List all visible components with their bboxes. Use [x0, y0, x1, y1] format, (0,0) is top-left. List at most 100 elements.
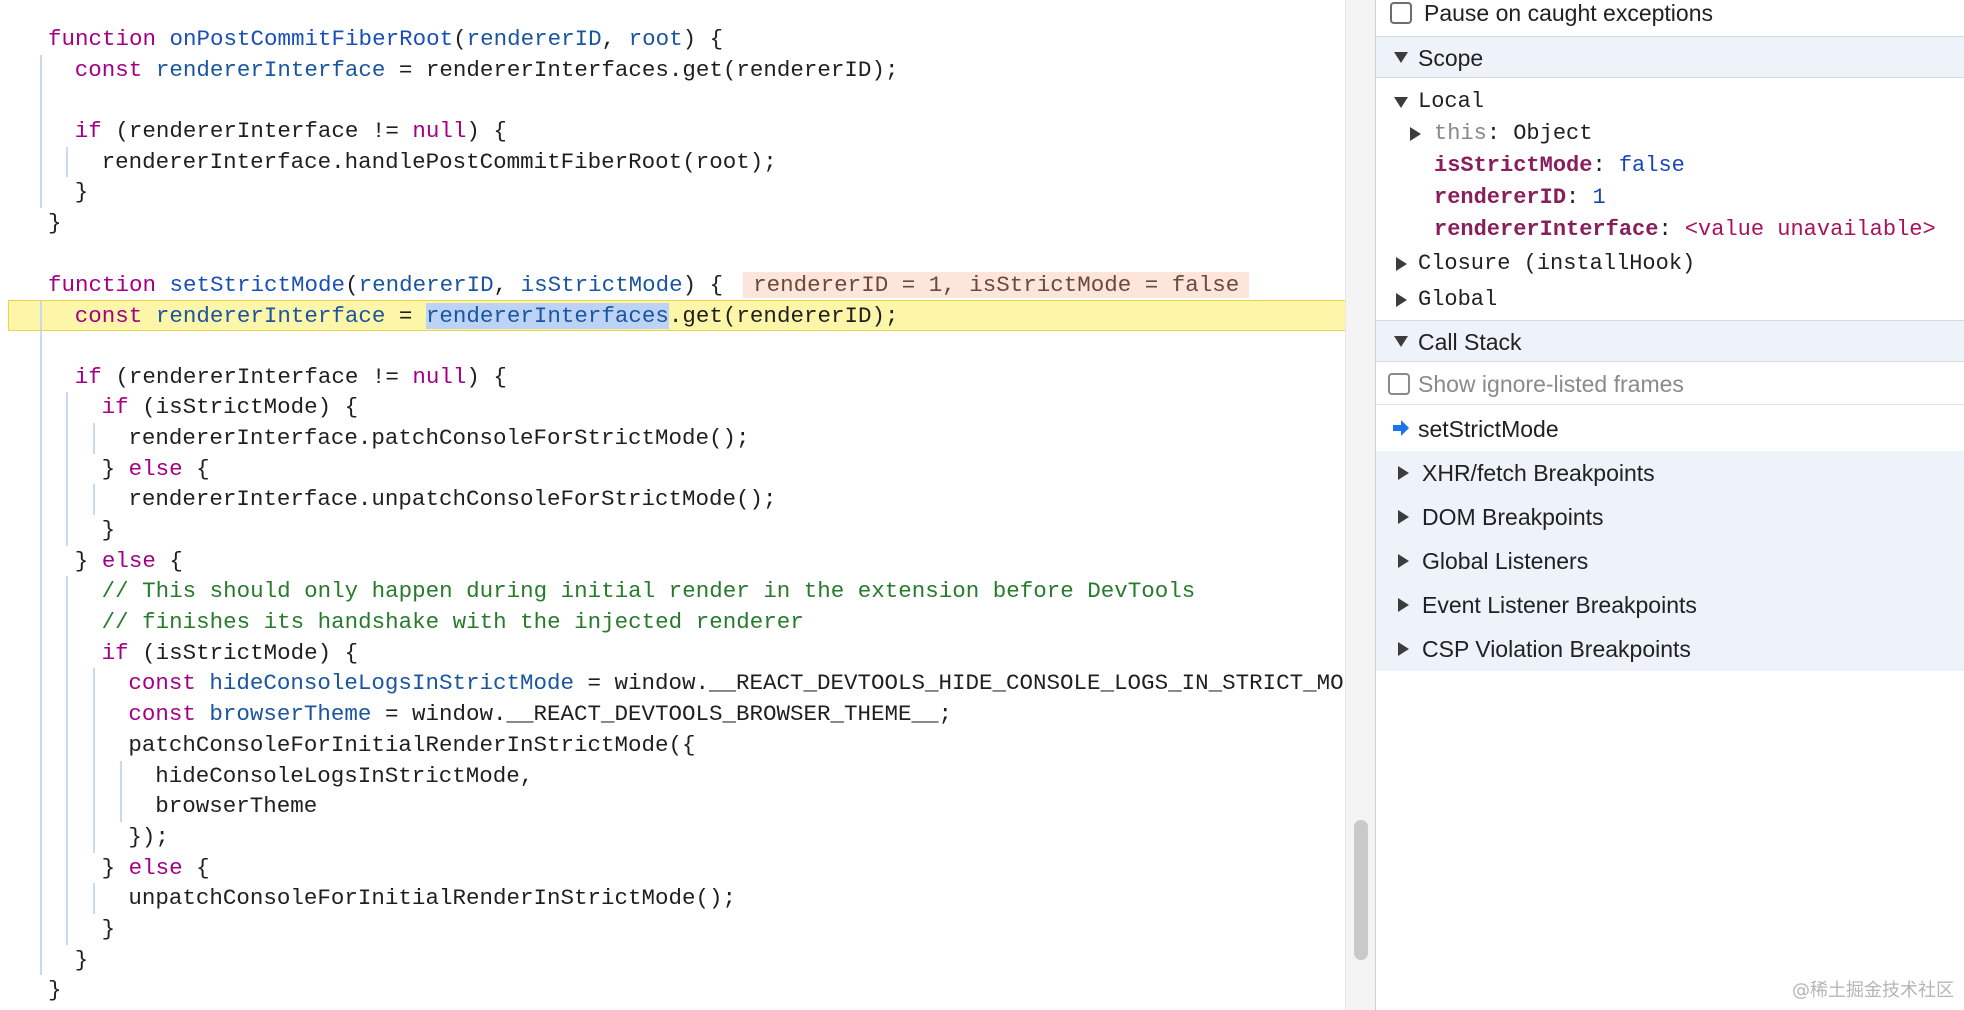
code-line-content: patchConsoleForInitialRenderInStrictMode… — [48, 732, 695, 758]
code-line[interactable] — [0, 239, 1345, 270]
code-line-content: }); — [48, 824, 169, 850]
code-token: if — [101, 394, 143, 421]
scope-this[interactable]: this: Object — [1376, 118, 1964, 150]
code-line[interactable]: rendererInterface.unpatchConsoleForStric… — [0, 484, 1345, 515]
code-line[interactable]: rendererInterface.patchConsoleForStrictM… — [0, 422, 1345, 454]
scope-global[interactable]: Global — [1376, 284, 1964, 316]
call-stack-section-header[interactable]: Call Stack — [1376, 320, 1964, 362]
code-line[interactable]: const rendererInterface = rendererInterf… — [0, 54, 1345, 86]
code-line-content: rendererInterface.unpatchConsoleForStric… — [48, 486, 776, 512]
scope-closure[interactable]: Closure (installHook) — [1376, 248, 1964, 280]
indent-guide — [40, 637, 42, 669]
scope-var-key: isStrictMode — [1434, 153, 1593, 178]
indent-guide — [66, 913, 68, 945]
code-line[interactable]: const browserTheme = window.__REACT_DEVT… — [0, 699, 1345, 730]
editor-scrollbar-thumb[interactable] — [1354, 820, 1368, 960]
scope-var-isstrictmode[interactable]: isStrictMode: false — [1376, 150, 1964, 182]
code-line[interactable]: if (isStrictMode) { — [0, 637, 1345, 669]
pause-on-caught-exceptions[interactable]: Pause on caught exceptions — [1376, 0, 1964, 28]
code-token: (rendererInterface != — [115, 363, 413, 390]
code-line[interactable]: // This should only happen during initia… — [0, 576, 1345, 608]
code-editor[interactable]: function onPostCommitFiberRoot(rendererI… — [0, 0, 1345, 1010]
scope-local-label: Local — [1418, 89, 1485, 114]
call-frame-setstrictmode[interactable]: setStrictMode — [1376, 407, 1964, 451]
watermark: @稀土掘金技术社区 — [1792, 980, 1954, 1001]
code-token: // finishes its handshake with the injec… — [101, 609, 804, 636]
code-line[interactable]: hideConsoleLogsInStrictMode, — [0, 760, 1345, 792]
code-line[interactable]: } — [0, 515, 1345, 546]
scope-var-rendererinterface[interactable]: rendererInterface: <value unavailable> — [1376, 214, 1964, 246]
code-line[interactable]: browserTheme — [0, 791, 1345, 822]
code-line-content — [48, 87, 75, 113]
code-token: hideConsoleLogsInStrictMode, — [155, 762, 534, 789]
code-line[interactable]: rendererInterface.handlePostCommitFiberR… — [0, 146, 1345, 178]
code-line-content: // This should only happen during initia… — [48, 578, 1196, 604]
indent-guide — [66, 699, 68, 730]
code-line[interactable]: } else { — [0, 453, 1345, 485]
scope-this-value: Object — [1513, 121, 1593, 146]
code-token: { — [182, 455, 210, 482]
code-line-content: // finishes its handshake with the injec… — [48, 609, 804, 635]
scope-local[interactable]: Local — [1376, 86, 1964, 118]
code-line[interactable]: if (isStrictMode) { — [0, 392, 1345, 423]
code-token: root — [628, 26, 683, 52]
code-line[interactable]: } else { — [0, 852, 1345, 884]
code-line-content: unpatchConsoleForInitialRenderInStrictMo… — [48, 885, 736, 911]
code-line[interactable]: } — [0, 208, 1345, 239]
colon: : — [1486, 121, 1514, 146]
code-line[interactable]: const hideConsoleLogsInStrictMode = wind… — [0, 668, 1345, 700]
global-listeners-header[interactable]: Global Listeners — [1376, 539, 1964, 583]
code-line[interactable]: } — [0, 975, 1345, 1006]
code-token: ) { — [466, 118, 507, 145]
code-line-content: rendererInterface.handlePostCommitFiberR… — [48, 149, 777, 175]
code-line[interactable]: if (rendererInterface != null) { — [0, 361, 1345, 393]
editor-scrollbar[interactable] — [1345, 0, 1375, 1010]
indent-guide — [40, 729, 42, 761]
code-line-paused[interactable]: const rendererInterface = rendererInterf… — [8, 300, 1345, 331]
code-line[interactable] — [0, 330, 1345, 362]
code-line[interactable]: patchConsoleForInitialRenderInStrictMode… — [0, 729, 1345, 761]
indent-guide — [40, 913, 42, 945]
scope-global-label: Global — [1418, 287, 1498, 312]
show-ignore-listed-frames[interactable]: Show ignore-listed frames — [1376, 363, 1964, 405]
code-line[interactable]: }); — [0, 821, 1345, 853]
code-line[interactable]: // finishes its handshake with the injec… — [0, 607, 1345, 638]
breakpoints-section-label: XHR/fetch Breakpoints — [1422, 460, 1655, 486]
indent-guide — [66, 515, 68, 546]
pane-splitter[interactable] — [1375, 0, 1376, 1010]
code-line-content: browserTheme — [48, 793, 317, 819]
code-line[interactable]: } — [0, 177, 1345, 209]
indent-guide — [40, 852, 42, 884]
code-line[interactable] — [0, 85, 1345, 117]
code-line[interactable]: } else { — [0, 545, 1345, 577]
code-line-content: hideConsoleLogsInStrictMode, — [48, 763, 533, 789]
indent-guide — [66, 484, 68, 515]
code-line[interactable]: } — [0, 913, 1345, 945]
indent-guide — [40, 668, 42, 700]
code-line[interactable]: unpatchConsoleForInitialRenderInStrictMo… — [0, 883, 1345, 914]
scope-section-header[interactable]: Scope — [1376, 36, 1964, 78]
scope-var-rendererid[interactable]: rendererID: 1 — [1376, 182, 1964, 214]
dom-breakpoints-header[interactable]: DOM Breakpoints — [1376, 495, 1964, 539]
show-ignore-listed-checkbox[interactable] — [1388, 373, 1410, 395]
code-line[interactable]: function onPostCommitFiberRoot(rendererI… — [0, 24, 1345, 55]
code-token: const — [128, 670, 210, 697]
xhr-fetch-breakpoints-header[interactable]: XHR/fetch Breakpoints — [1376, 451, 1964, 495]
indent-guide — [66, 453, 68, 485]
indent-guide — [93, 883, 95, 914]
pause-on-caught-checkbox[interactable] — [1390, 2, 1412, 24]
code-token: patchConsoleForInitialRenderInStrictMode… — [128, 731, 696, 758]
code-token: } — [101, 854, 129, 881]
code-token: const — [74, 303, 156, 330]
code-line[interactable]: function setStrictMode(rendererID, isStr… — [0, 270, 1345, 301]
code-line[interactable]: if (rendererInterface != null) { — [0, 116, 1345, 147]
indent-guide — [66, 607, 68, 638]
event-listener-breakpoints-header[interactable]: Event Listener Breakpoints — [1376, 583, 1964, 627]
code-line[interactable]: } — [0, 944, 1345, 976]
pause-on-caught-label: Pause on caught exceptions — [1424, 0, 1713, 26]
indent-guide — [93, 668, 95, 700]
csp-violation-breakpoints-header[interactable]: CSP Violation Breakpoints — [1376, 627, 1964, 671]
call-frame-label: setStrictMode — [1418, 416, 1559, 442]
inline-variable-values: rendererID = 1, isStrictMode = false — [743, 271, 1250, 298]
code-token: ) { — [682, 26, 724, 52]
